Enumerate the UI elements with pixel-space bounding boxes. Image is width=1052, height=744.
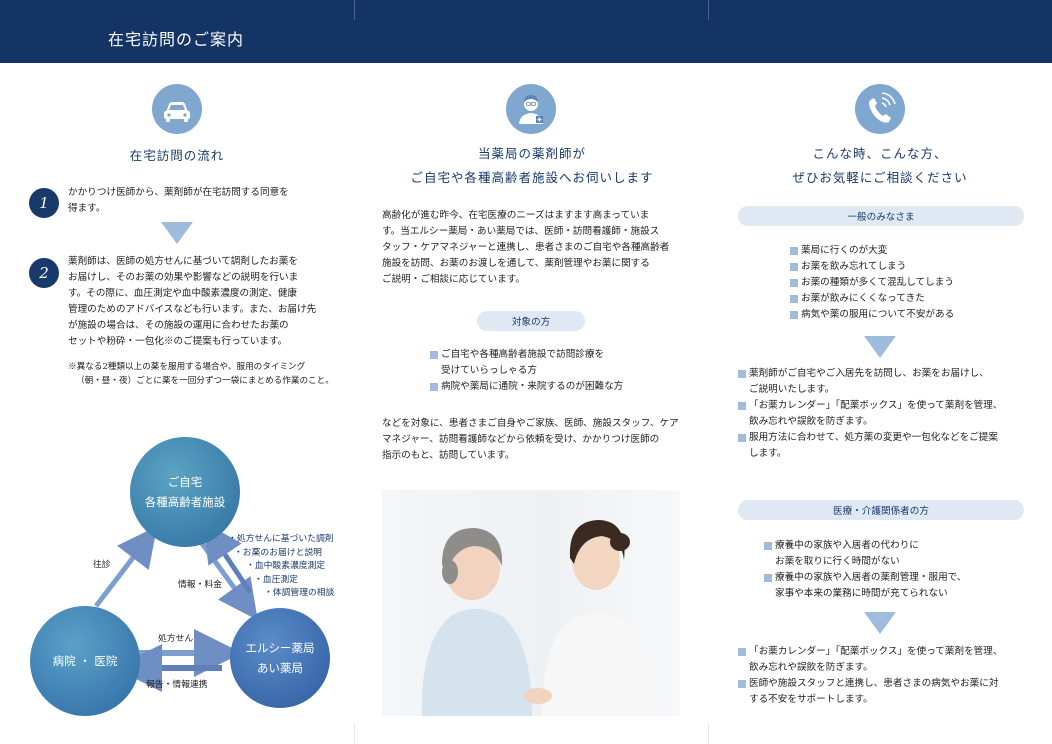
list-item: お薬が飲みにくくなってきた xyxy=(790,291,1020,307)
list-item: 薬剤師がご自宅やご入居先を訪問し、お薬をお届けし、ご説明いたします。 xyxy=(738,366,1030,398)
caregiver-photo xyxy=(382,490,680,716)
home-facility-node: ご自宅各種高齢者施設 xyxy=(130,437,240,547)
list-item: 療養中の家族や入居者の薬剤管理・服用で、家事や本来の業務に時間が充てられない xyxy=(764,570,1024,602)
list-item: 医師や施設スタッフと連携し、患者さまの病気やお薬に対する不安をサポートします。 xyxy=(738,676,1030,708)
list-item: 薬局に行くのが大変 xyxy=(790,243,1020,259)
down-arrow-icon xyxy=(161,222,193,244)
pharmacist-icon xyxy=(506,84,556,134)
target-label: 対象の方 xyxy=(477,311,585,331)
step-text: 薬剤師は、医師の処方せんに基づいて調剤したお薬をお届けし、そのお薬の効果や影響な… xyxy=(68,256,317,347)
section-heading: 当薬局の薬剤師がご自宅や各種高齢者施設へお伺いします xyxy=(410,146,654,185)
closing-text: などを対象に、患者さまご自身やご家族、医師、施設スタッフ、ケアマネジャー、訪問看… xyxy=(382,418,679,461)
general-public-label: 一般のみなさま xyxy=(738,206,1024,226)
professionals-label: 医療・介護関係者の方 xyxy=(738,500,1024,520)
general-concerns-list: 薬局に行くのが大変 お薬を飲み忘れてしまう お薬の種類が多くて混乱してしまう お… xyxy=(790,243,1020,323)
flow-arrows xyxy=(94,521,258,692)
list-item: 病院や薬局に通院・来院するのが困難な方 xyxy=(430,379,680,395)
service-list: ・処方せんに基づいた調剤 ・お薬のお届けと説明 ・血中酸素濃度測定 ・血圧測定 … xyxy=(228,534,335,598)
step-text: かかりつけ医師から、薬剤師が在宅訪問する同意を得ます。 xyxy=(68,187,289,214)
list-item: 病気や薬の服用について不安がある xyxy=(790,307,1020,323)
fold-mark xyxy=(708,724,709,744)
fold-mark xyxy=(354,0,355,20)
label-report: 報告・情報連携 xyxy=(146,680,208,690)
phone-icon xyxy=(855,84,905,134)
section-heading: こんな時、こんな方、ぜひお気軽にご相談ください xyxy=(792,146,968,185)
fold-mark xyxy=(354,724,355,744)
label-prescription: 処方せん xyxy=(158,634,194,644)
list-item: 「お薬カレンダー」「配薬ボックス」を使って薬剤を管理、飲み忘れや誤飲を防ぎます。 xyxy=(738,644,1030,676)
list-item: 「お薬カレンダー」「配薬ボックス」を使って薬剤を管理、飲み忘れや誤飲を防ぎます。 xyxy=(738,398,1030,430)
step-number: 2 xyxy=(29,258,59,288)
list-item: 療養中の家族や入居者の代わりにお薬を取りに行く時間がない xyxy=(764,538,1024,570)
down-arrow-icon xyxy=(864,336,896,358)
page-title: 在宅訪問のご案内 xyxy=(108,30,245,49)
professional-concerns-list: 療養中の家族や入居者の代わりにお薬を取りに行く時間がない 療養中の家族や入居者の… xyxy=(764,538,1024,602)
car-icon xyxy=(152,84,202,134)
list-item: 服用方法に合わせて、処方薬の変更や一包化などをご提案します。 xyxy=(738,430,1030,462)
intro-text: 高齢化が進む昨今、在宅医療のニーズはますます高まっています。当エルシー薬局・あい… xyxy=(382,210,670,285)
section-heading: 在宅訪問の流れ xyxy=(129,148,225,163)
fold-mark xyxy=(708,0,709,20)
professional-answers-list: 「お薬カレンダー」「配薬ボックス」を使って薬剤を管理、飲み忘れや誤飲を防ぎます。… xyxy=(738,644,1030,708)
hospital-node: 病院 ・ 医院 xyxy=(30,606,140,716)
step-number: 1 xyxy=(29,188,59,218)
down-arrow-icon xyxy=(864,612,896,634)
header-bar: 在宅訪問のご案内 xyxy=(0,0,1052,63)
general-answers-list: 薬剤師がご自宅やご入居先を訪問し、お薬をお届けし、ご説明いたします。 「お薬カレ… xyxy=(738,366,1030,462)
target-list: ご自宅や各種高齢者施設で訪問診療を受けていらっしゃる方 病院や薬局に通院・来院す… xyxy=(430,347,680,395)
label-visit: 往診 xyxy=(93,560,111,570)
list-item: お薬を飲み忘れてしまう xyxy=(790,259,1020,275)
footnote: ※異なる2種類以上の薬を服用する場合や、服用のタイミング（朝・昼・夜）ごとに薬を… xyxy=(68,362,334,386)
list-item: ご自宅や各種高齢者施設で訪問診療を受けていらっしゃる方 xyxy=(430,347,680,379)
list-item: お薬の種類が多くて混乱してしまう xyxy=(790,275,1020,291)
label-info-fee: 情報・料金 xyxy=(178,580,222,590)
pharmacy-node: エルシー薬局あい薬局 xyxy=(230,608,330,708)
